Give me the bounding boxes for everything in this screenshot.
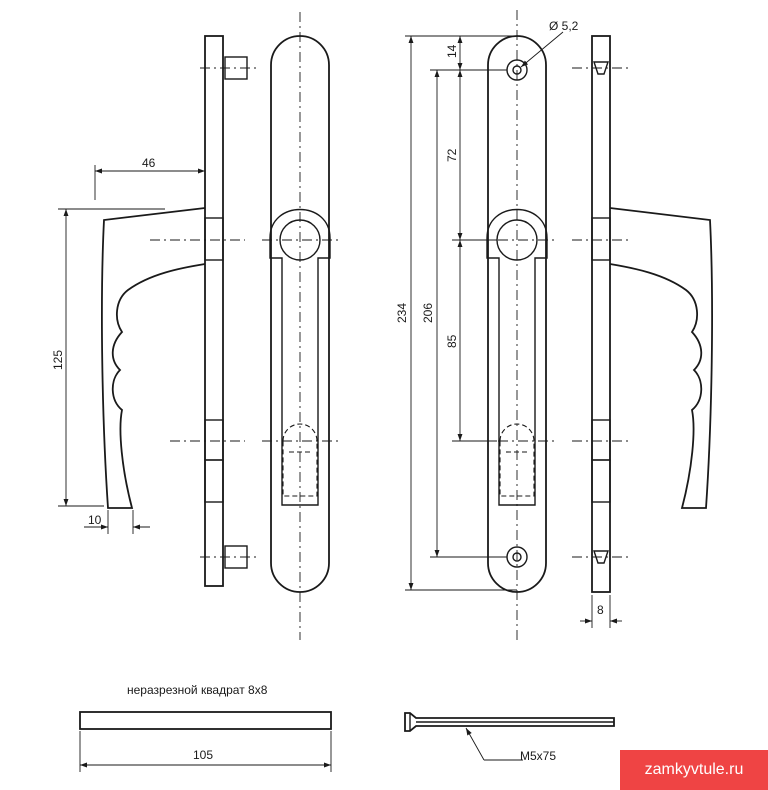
dim-125: 125 (51, 350, 65, 370)
spindle-caption: неразрезной квадрат 8х8 (127, 683, 268, 697)
spindle-drawing: неразрезной квадрат 8х8 105 (79, 683, 332, 772)
right-side-view: 8 (572, 35, 713, 628)
front-view-handle (262, 12, 338, 640)
left-side-view: 46 125 10 (51, 35, 260, 587)
dim-206: 206 (421, 303, 435, 323)
dim-105: 105 (193, 748, 213, 762)
screw-drawing: M5x75 (404, 712, 615, 763)
dim-10: 10 (88, 513, 102, 527)
dim-46: 46 (142, 156, 156, 170)
screw-label: M5x75 (520, 749, 556, 763)
dim-14: 14 (445, 44, 459, 58)
watermark-text: zamkyvtule.ru (644, 761, 744, 778)
dim-8: 8 (597, 603, 604, 617)
dim-72: 72 (445, 148, 459, 162)
dim-85: 85 (445, 334, 459, 348)
dim-234: 234 (395, 303, 409, 323)
dim-hole-diameter: Ø 5,2 (549, 19, 579, 33)
watermark-badge[interactable]: zamkyvtule.ru (620, 750, 768, 790)
front-view-plate: 234 206 14 72 85 Ø 5,2 (395, 10, 579, 640)
